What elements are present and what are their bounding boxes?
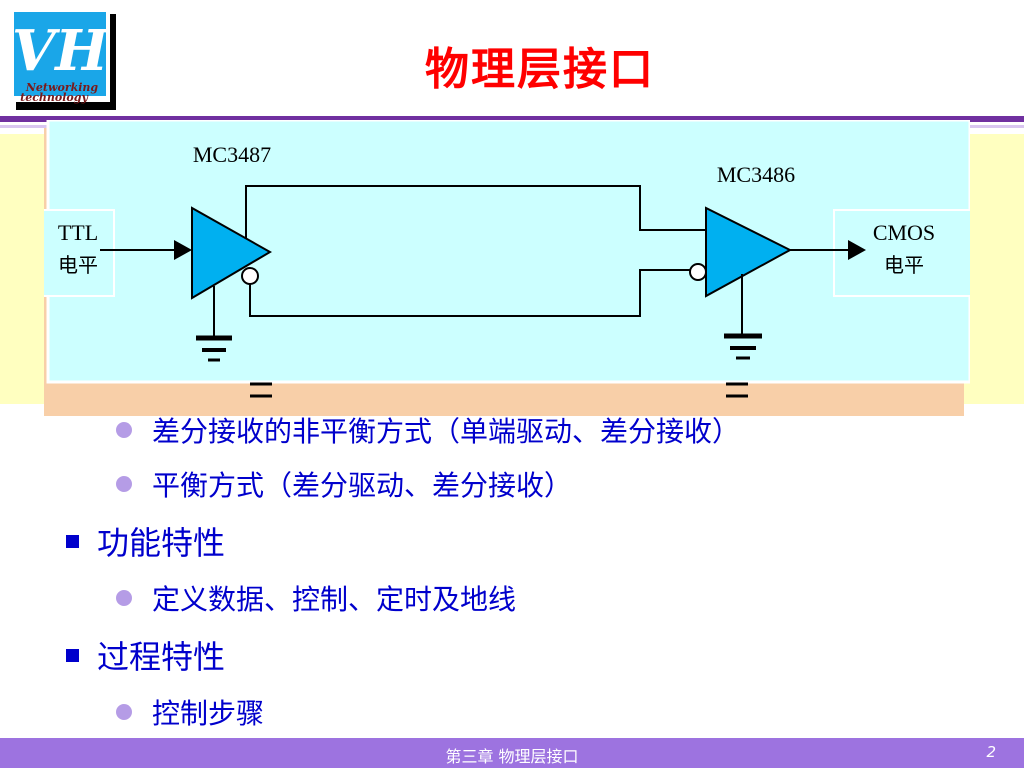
footer-bar: 第三章 物理层接口 2 [0,738,1024,768]
input-label-2: 电平 [58,253,98,277]
list-item: 过程特性 [66,632,225,678]
footer-text: 第三章 物理层接口 [445,747,579,766]
list-item: 功能特性 [66,518,225,564]
receiver-amplifier [705,206,793,298]
bullet-dot-icon [116,704,132,720]
output-label-1: CMOS [873,220,935,245]
bullet-square-icon [66,534,79,548]
list-item: 控制步骤 [116,692,264,732]
ground-marks [250,382,748,398]
receiver-invert-bubble [689,263,707,281]
upper-line-wire [245,185,706,238]
list-item: 定义数据、控制、定时及地线 [116,578,516,618]
bullet-dot-icon [116,476,132,492]
page-title: 物理层接口 [425,44,655,95]
logo-lettering: VH [12,18,110,84]
input-label-1: TTL [58,220,98,245]
title-rule [0,116,1024,122]
list-item: 差分接收的非平衡方式（单端驱动、差分接收） [116,410,740,450]
output-label-2: 电平 [884,253,924,277]
bullet-square-icon [66,648,79,662]
logo-line2: technology [20,91,89,104]
logo: VH Networking technology [12,10,116,110]
driver-invert-bubble [241,267,259,285]
circuit-diagram: MC3487 MC3486 TTL 电平 CMOS 电平 [44,120,970,384]
receiver-label: MC3486 [717,162,795,187]
output-arrow-icon [848,240,866,260]
driver-label: MC3487 [193,142,271,167]
input-arrow-icon [174,240,192,260]
page-number: 2 [986,743,996,761]
list-item: 平衡方式（差分驱动、差分接收） [116,464,572,504]
logo-line1: Networking [25,81,99,94]
bullet-dot-icon [116,422,132,438]
driver-amplifier [191,206,273,300]
bullet-dot-icon [116,590,132,606]
lower-line-wire [249,269,694,317]
